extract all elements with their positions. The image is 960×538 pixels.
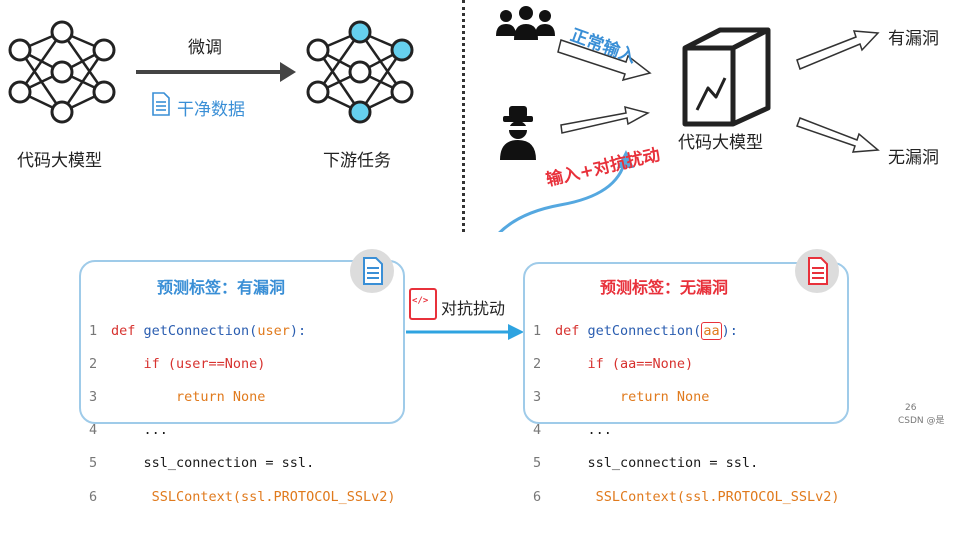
model-box-icon <box>682 27 771 127</box>
perturbed-identifier: aa <box>701 321 722 340</box>
users-icon <box>496 6 555 40</box>
vulnerable-label: 有漏洞 <box>888 29 939 49</box>
code-line-5: 5 ssl_connection = ssl. <box>89 455 315 472</box>
adversarial-prediction-title: 预测标签：无漏洞 <box>600 278 729 297</box>
normal-input-arrow <box>557 39 652 82</box>
blue-document-icon <box>350 249 394 293</box>
code-line-6: 6 SSLContext(ssl.PROTOCOL_SSLv2) <box>89 488 396 505</box>
code-line-2: 2 if (aa==None) <box>533 355 694 372</box>
perturbation-flow-arrow <box>498 159 627 232</box>
perturbation-code-icon: </> <box>409 288 437 320</box>
watermark: CSDN @是 <box>898 416 945 426</box>
code-line-3: 3 return None <box>89 388 266 405</box>
source-model-label: 代码大模型 <box>17 151 102 171</box>
attacker-icon <box>500 106 536 160</box>
code-line-4: 4 ... <box>533 422 612 439</box>
document-icon <box>152 92 170 116</box>
right-diagram <box>496 6 880 232</box>
code-line-6: 6 SSLContext(ssl.PROTOCOL_SSLv2) <box>533 488 840 505</box>
code-line-2: 2 if (user==None) <box>89 355 266 372</box>
clean-data-label: 干净数据 <box>177 100 245 120</box>
code-line-4: 4 ... <box>89 422 168 439</box>
safe-output-arrow <box>796 117 880 153</box>
downstream-task-label: 下游任务 <box>323 151 391 171</box>
page-number: 26 <box>905 403 917 413</box>
red-document-icon <box>795 249 839 293</box>
original-prediction-title: 预测标签：有漏洞 <box>157 278 286 297</box>
code-line-3: 3 return None <box>533 388 710 405</box>
not-vulnerable-label: 无漏洞 <box>888 148 939 168</box>
source-network-icon <box>8 20 116 124</box>
finetune-label: 微调 <box>188 38 222 58</box>
section-divider <box>462 0 465 232</box>
vulnerable-output-arrow <box>796 30 880 71</box>
adversarial-input-arrow <box>560 105 651 134</box>
finetune-arrow <box>136 62 296 82</box>
perturbation-label: 对抗扰动 <box>441 299 506 318</box>
target-model-label: 代码大模型 <box>678 133 763 153</box>
finetuned-network-icon <box>306 20 414 124</box>
left-diagram <box>8 20 414 124</box>
code-line-5: 5 ssl_connection = ssl. <box>533 455 759 472</box>
perturbation-arrow <box>406 324 524 340</box>
